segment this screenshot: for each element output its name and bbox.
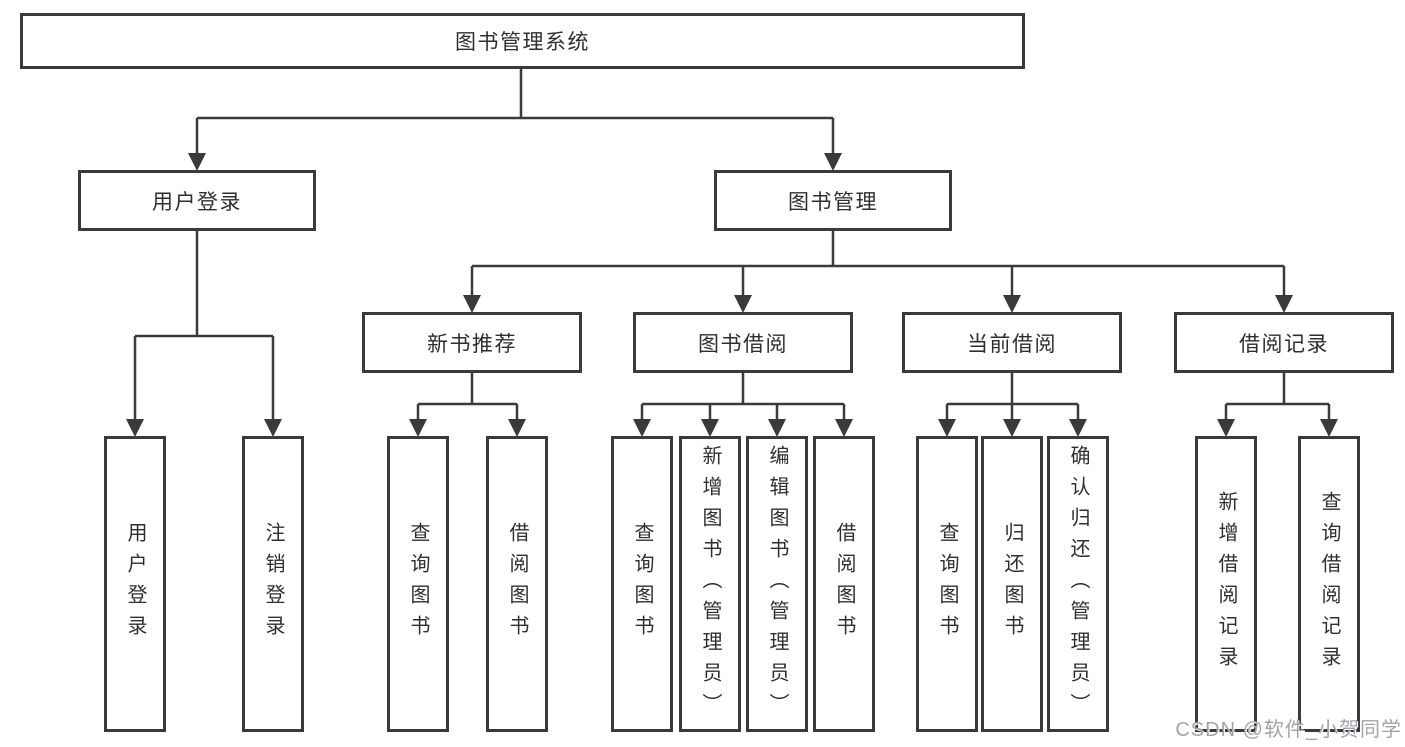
connector-bookmgmt-children bbox=[470, 231, 1286, 297]
connector-current-children bbox=[945, 373, 1080, 421]
node-borrow-records: 借阅记录 bbox=[1174, 312, 1394, 373]
node-label: 查询图书 bbox=[936, 522, 958, 646]
node-label: 新书推荐 bbox=[427, 332, 517, 356]
node-label: 图书管理系统 bbox=[455, 31, 590, 54]
leaf-user-login: 用户登录 bbox=[104, 436, 166, 732]
node-book-borrow: 图书借阅 bbox=[633, 312, 853, 373]
node-library-system: 图书管理系统 bbox=[20, 13, 1025, 69]
node-label: 查询图书 bbox=[407, 522, 429, 646]
node-label: 借阅记录 bbox=[1239, 332, 1329, 356]
leaf-add-borrow-record: 新增借阅记录 bbox=[1195, 436, 1257, 732]
node-user-login: 用户登录 bbox=[78, 170, 316, 231]
node-label: 查询图书 bbox=[631, 522, 653, 646]
connector-userlogin-children bbox=[133, 231, 275, 421]
node-label: 新增借阅记录 bbox=[1215, 491, 1237, 677]
node-label: 用户登录 bbox=[124, 522, 146, 646]
node-label: 归还图书 bbox=[1001, 522, 1023, 646]
leaf-return-books: 归还图书 bbox=[981, 436, 1043, 732]
leaf-add-book-admin: 新增图书（管理员） bbox=[679, 436, 741, 732]
leaf-borrow-books: 借阅图书 bbox=[813, 436, 875, 732]
leaf-borrow-books: 借阅图书 bbox=[486, 436, 548, 732]
node-book-management: 图书管理 bbox=[714, 170, 952, 231]
node-label: 图书借阅 bbox=[698, 332, 788, 356]
node-label: 确认归还（管理员） bbox=[1067, 444, 1089, 724]
node-label: 当前借阅 bbox=[967, 332, 1057, 356]
node-label: 借阅图书 bbox=[833, 522, 855, 646]
connector-newbook-children bbox=[416, 373, 519, 421]
node-new-book-recommend: 新书推荐 bbox=[362, 312, 582, 373]
node-label: 图书管理 bbox=[788, 190, 878, 214]
node-label: 用户登录 bbox=[152, 190, 242, 214]
connector-borrow-children bbox=[640, 373, 846, 421]
leaf-logout: 注销登录 bbox=[242, 436, 304, 732]
node-label: 编辑图书（管理员） bbox=[766, 444, 788, 724]
node-label: 借阅图书 bbox=[506, 522, 528, 646]
connector-root-to-level2 bbox=[195, 69, 835, 155]
leaf-query-books: 查询图书 bbox=[611, 436, 673, 732]
leaf-query-borrow-record: 查询借阅记录 bbox=[1298, 436, 1360, 732]
node-current-borrow: 当前借阅 bbox=[902, 312, 1122, 373]
leaf-edit-book-admin: 编辑图书（管理员） bbox=[746, 436, 808, 732]
node-label: 新增图书（管理员） bbox=[699, 444, 721, 724]
node-label: 注销登录 bbox=[262, 522, 284, 646]
arrowheads bbox=[126, 153, 1338, 437]
leaf-confirm-return-admin: 确认归还（管理员） bbox=[1047, 436, 1109, 732]
leaf-query-books: 查询图书 bbox=[387, 436, 449, 732]
leaf-query-books: 查询图书 bbox=[916, 436, 978, 732]
node-label: 查询借阅记录 bbox=[1318, 491, 1340, 677]
connector-records-children bbox=[1224, 373, 1331, 421]
